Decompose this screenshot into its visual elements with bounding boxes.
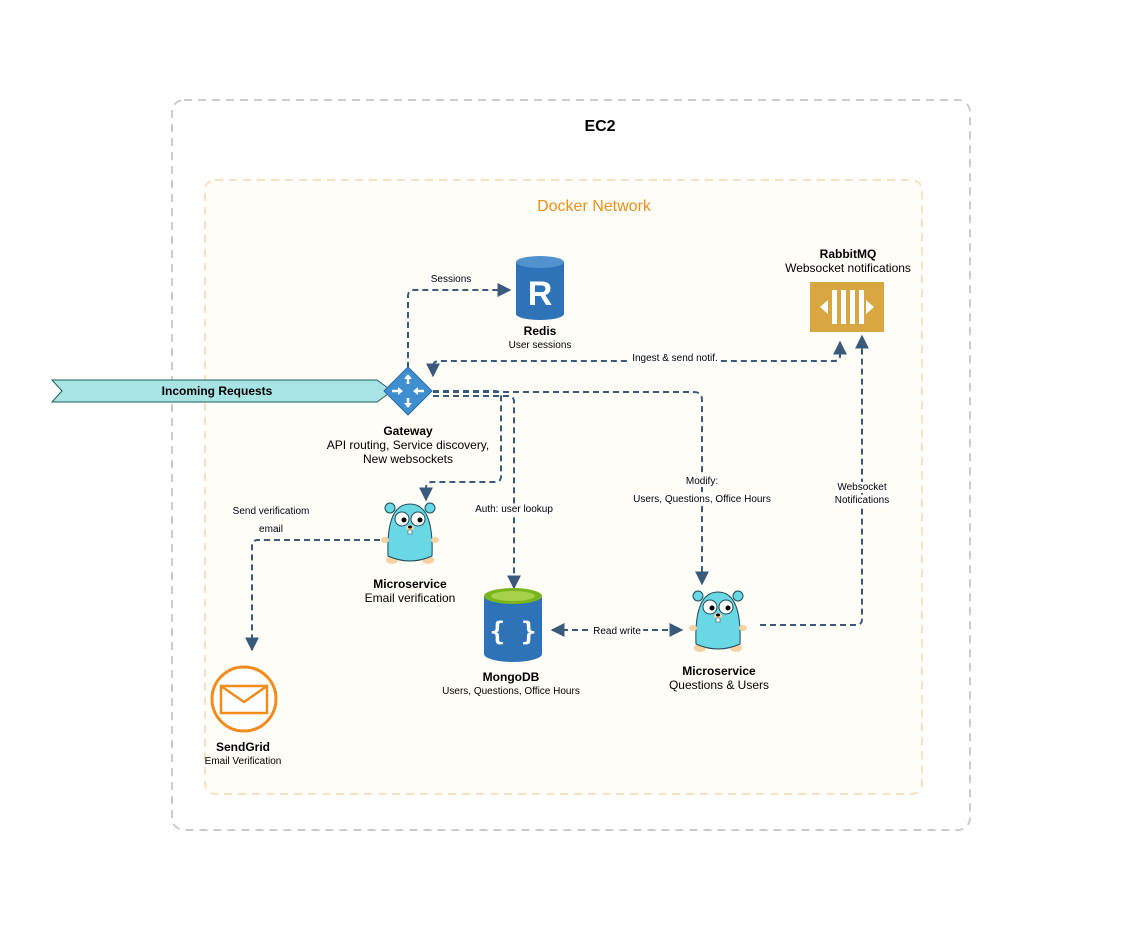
edge-label-ingest: Ingest & send notif. bbox=[630, 353, 720, 364]
redis-title: Redis bbox=[523, 324, 557, 338]
redis-icon-letter: R bbox=[528, 275, 553, 313]
edge-questions-ms-rabbitmq bbox=[760, 334, 869, 626]
docker-network-label: Docker Network bbox=[537, 198, 651, 215]
edge-label-modify-2: Users, Questions, Office Hours bbox=[631, 494, 773, 505]
ec2-container bbox=[171, 99, 971, 831]
docker-network-container bbox=[204, 179, 923, 795]
rabbitmq-subtitle: Websocket notifications bbox=[785, 261, 911, 275]
mongodb-title: MongoDB bbox=[482, 670, 540, 684]
edge-gateway-mongodb bbox=[433, 395, 521, 590]
redis-subtitle: User sessions bbox=[508, 340, 572, 351]
edge-label-send-verification-1: Send verificatiom bbox=[230, 506, 312, 517]
edge-label-websocket-2: Notifications bbox=[832, 495, 892, 506]
gateway-desc-line2: New websockets bbox=[362, 452, 454, 466]
rabbitmq-title: RabbitMQ bbox=[819, 247, 877, 261]
mongodb-subtitle: Users, Questions, Office Hours bbox=[442, 686, 580, 697]
redis-icon: R bbox=[516, 256, 564, 320]
edge-gateway-questions-ms bbox=[433, 391, 709, 586]
edge-label-send-verification-2: email bbox=[257, 524, 285, 535]
edge-email-ms-sendgrid bbox=[245, 539, 380, 652]
questions-microservice-title: Microservice bbox=[682, 664, 756, 678]
edge-label-modify-1: Modify: bbox=[683, 476, 721, 487]
edge-gateway-email-ms bbox=[419, 390, 502, 502]
edge-label-sessions: Sessions bbox=[428, 274, 474, 285]
email-microservice-title: Microservice bbox=[373, 577, 447, 591]
mongodb-icon: { } bbox=[484, 588, 542, 662]
edge-label-auth: Auth: user lookup bbox=[473, 504, 555, 515]
sendgrid-subtitle: Email Verification bbox=[204, 756, 282, 767]
gateway-router-icon bbox=[383, 366, 433, 416]
questions-microservice-subtitle: Questions & Users bbox=[668, 678, 770, 692]
sendgrid-title: SendGrid bbox=[215, 740, 271, 754]
gateway-desc-line1: API routing, Service discovery, bbox=[326, 438, 490, 452]
edge-gateway-redis bbox=[407, 283, 512, 368]
rabbitmq-icon bbox=[810, 282, 884, 332]
edge-label-websocket-1: Websocket bbox=[835, 482, 889, 493]
email-microservice-gopher-icon bbox=[381, 502, 439, 564]
ec2-label: EC2 bbox=[584, 118, 616, 135]
edge-label-read-write: Read write bbox=[591, 626, 643, 637]
incoming-requests-label: Incoming Requests bbox=[161, 384, 273, 398]
email-microservice-subtitle: Email verification bbox=[364, 591, 456, 605]
sendgrid-envelope-icon bbox=[210, 665, 278, 733]
incoming-requests-shape bbox=[50, 379, 393, 403]
gateway-title: Gateway bbox=[383, 424, 433, 438]
questions-microservice-gopher-icon bbox=[689, 590, 747, 652]
mongodb-icon-braces: { } bbox=[490, 617, 537, 647]
